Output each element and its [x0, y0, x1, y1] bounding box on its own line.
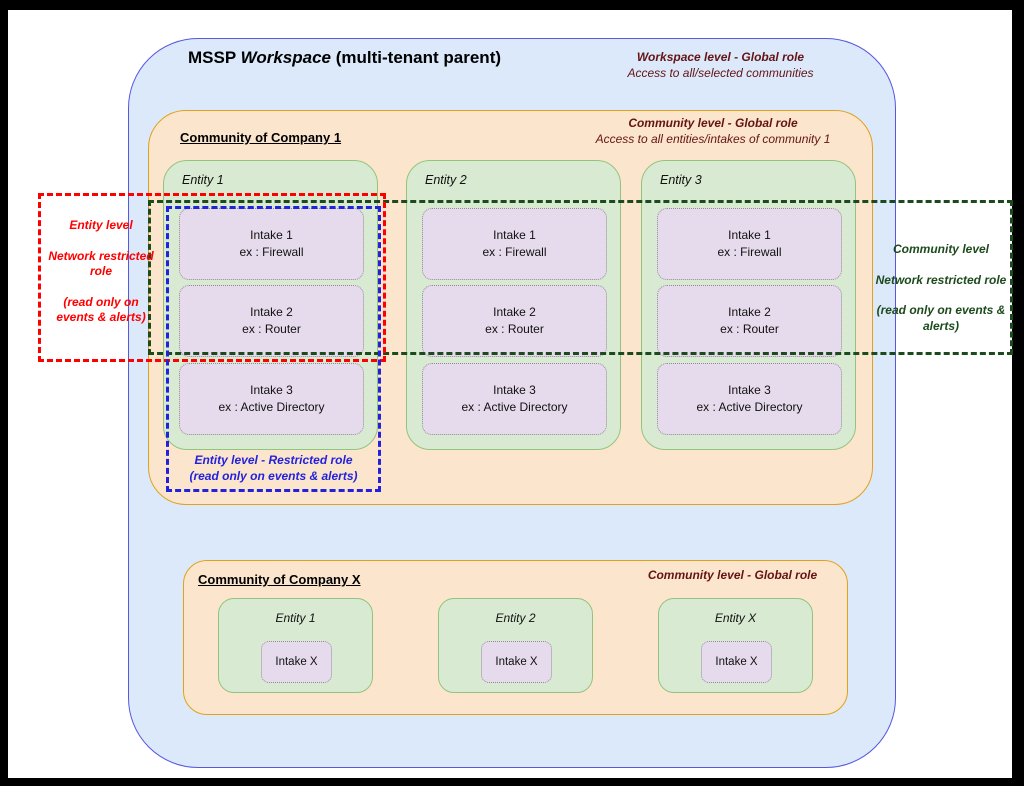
intake-name: Intake 1	[728, 227, 771, 242]
communityX-role-annotation: Community level - Global role	[620, 568, 845, 584]
intake-example: ex : Active Directory	[218, 400, 325, 414]
communityX-entityX-intake: Intake X	[701, 641, 772, 683]
intake-name: Intake 3	[493, 382, 536, 397]
entity3-intake1: Intake 1 ex : Firewall	[657, 208, 842, 280]
community-network-restricted-label: Community level Network restricted role …	[874, 242, 1008, 334]
entity3-container: Entity 3 Intake 1 ex : Firewall Intake 2…	[641, 160, 856, 450]
entity2-container: Entity 2 Intake 1 ex : Firewall Intake 2…	[406, 160, 621, 450]
overlay-label-line: Entity level	[69, 218, 133, 232]
overlay-label-line: (read only on events & alerts)	[56, 294, 146, 325]
entity2-intake3: Intake 3 ex : Active Directory	[422, 363, 607, 435]
workspace-title: MSSP Workspace (multi-tenant parent)	[188, 48, 501, 68]
intake-example: ex : Firewall	[482, 245, 547, 259]
entity2-label: Entity 2	[425, 173, 467, 187]
intake-example: ex : Firewall	[717, 245, 782, 259]
entity3-intake2: Intake 2 ex : Router	[657, 285, 842, 357]
entity3-label: Entity 3	[660, 173, 702, 187]
workspace-role-title: Workspace level - Global role	[636, 50, 805, 64]
intake-name: Intake 1	[250, 227, 293, 242]
communityX-entityX: Entity X Intake X	[658, 598, 813, 693]
overlay-label-line: Network restricted role	[875, 272, 1007, 287]
diagram-page: MSSP Workspace (multi-tenant parent) Wor…	[8, 10, 1013, 778]
communityX-role-title: Community level - Global role	[647, 568, 818, 582]
entity-restricted-label: Entity level - Restricted role (read onl…	[168, 453, 379, 484]
intake-name: Intake 3	[728, 382, 771, 397]
intake-name: Intake 2	[250, 304, 293, 319]
entity2-intake2: Intake 2 ex : Router	[422, 285, 607, 357]
entity1-intake1: Intake 1 ex : Firewall	[179, 208, 364, 280]
communityX-entity1-intake: Intake X	[261, 641, 332, 683]
intake-name: Intake 2	[493, 304, 536, 319]
entity1-intake2: Intake 2 ex : Router	[179, 285, 364, 357]
entity-network-restricted-label: Entity level Network restricted role (re…	[46, 218, 156, 326]
communityX-entity1-label: Entity 1	[275, 611, 316, 625]
communityX-entityX-label: Entity X	[714, 611, 757, 625]
entity1-intake3: Intake 3 ex : Active Directory	[179, 363, 364, 435]
entity1-label: Entity 1	[182, 173, 224, 187]
communityX-entity2-label: Entity 2	[495, 611, 536, 625]
community1-role-title: Community level - Global role	[628, 116, 798, 130]
entity1-container: Entity 1 Intake 1 ex : Firewall Intake 2…	[163, 160, 378, 450]
intake-example: ex : Router	[485, 322, 544, 336]
overlay-label-line: Entity level - Restricted role	[194, 453, 353, 467]
overlay-label-line: Network restricted role	[48, 248, 154, 279]
community1-role-annotation: Community level - Global role Access to …	[568, 116, 858, 147]
communityX-entity1: Entity 1 Intake X	[218, 598, 373, 693]
community1-title: Community of Company 1	[180, 130, 342, 145]
workspace-role-annotation: Workspace level - Global role Access to …	[583, 50, 858, 81]
overlay-label-line: (read only on events & alerts)	[876, 303, 1006, 333]
intake-example: ex : Active Directory	[461, 400, 568, 414]
communityX-entity2: Entity 2 Intake X	[438, 598, 593, 693]
intake-name: Intake 2	[728, 304, 771, 319]
workspace-title-prefix: MSSP	[188, 48, 236, 67]
workspace-role-subtitle: Access to all/selected communities	[627, 65, 814, 80]
entity3-intake3: Intake 3 ex : Active Directory	[657, 363, 842, 435]
communityX-title: Community of Company X	[198, 572, 361, 587]
community1-role-subtitle: Access to all entities/intakes of commun…	[595, 131, 831, 146]
intake-example: ex : Firewall	[239, 245, 304, 259]
overlay-label-line: Community level	[892, 242, 990, 256]
workspace-title-suffix: (multi-tenant parent)	[335, 48, 502, 67]
communityX-entity2-intake: Intake X	[481, 641, 552, 683]
intake-name: Intake 3	[250, 382, 293, 397]
intake-example: ex : Router	[720, 322, 779, 336]
workspace-title-name: Workspace	[240, 48, 332, 67]
overlay-label-line: (read only on events & alerts)	[189, 468, 358, 483]
intake-name: Intake 1	[493, 227, 536, 242]
intake-example: ex : Router	[242, 322, 301, 336]
intake-example: ex : Active Directory	[696, 400, 803, 414]
entity2-intake1: Intake 1 ex : Firewall	[422, 208, 607, 280]
